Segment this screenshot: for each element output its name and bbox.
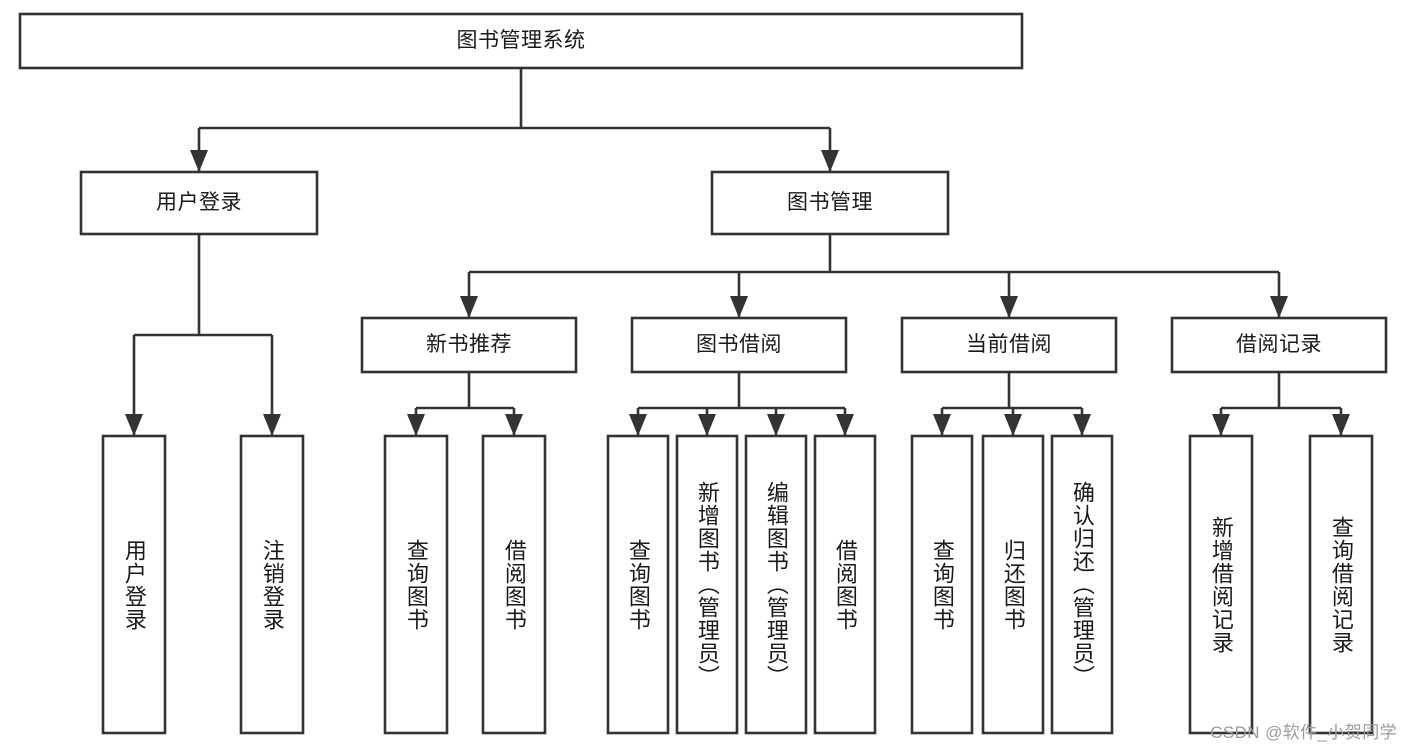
leaf-box-6[interactable]: [744, 434, 808, 735]
watermark-text: CSDN @软件_小贺同学: [1210, 723, 1397, 742]
leaf-box-0[interactable]: [101, 434, 167, 735]
leaf-group-node-e5809fe99885e8aeb0e5bd95-arrow-icon-1: [1332, 414, 1350, 436]
leaf-group-node-e59bbee4b9a6e5809fe99885-arrow-icon-1: [698, 414, 716, 436]
leaf-box-2[interactable]: [383, 434, 449, 735]
leaf-group-node-e5bd93e5898de5809fe99885-arrow-icon-1: [1004, 414, 1022, 436]
leaf-group-node-e5809fe99885e8aeb0e5bd95-arrow-icon-0: [1212, 414, 1230, 436]
leaf-box-12[interactable]: [1308, 434, 1374, 735]
connectors-layer: [125, 68, 1350, 436]
level2-box-1[interactable]: [630, 316, 848, 374]
level1-box-0[interactable]: [79, 170, 319, 236]
root-to-level1-arrow-icon-0: [190, 150, 208, 172]
leaf-box-9[interactable]: [981, 434, 1045, 735]
level2-box-3[interactable]: [1170, 316, 1388, 374]
leaf-group-node-e794a8e688b7e799bbe5bd95-arrow-icon-0: [125, 414, 143, 436]
leaf-group-node-e696b0e4b9a6e68ea8e88d90-arrow-icon-0: [407, 414, 425, 436]
level2-box-0[interactable]: [360, 316, 578, 374]
leaf-group-node-e59bbee4b9a6e5809fe99885-arrow-icon-2: [767, 414, 785, 436]
boxes-layer: [18, 12, 1388, 735]
leaf-group-node-e5bd93e5898de5809fe99885-arrow-icon-0: [933, 414, 951, 436]
level1-to-level2-arrow-icon-0: [460, 296, 478, 318]
root-to-level1-arrow-icon-1: [821, 150, 839, 172]
level1-to-level2-arrow-icon-3: [1270, 296, 1288, 318]
leaf-group-node-e794a8e688b7e799bbe5bd95-arrow-icon-1: [263, 414, 281, 436]
level1-to-level2-arrow-icon-2: [1000, 296, 1018, 318]
leaf-box-10[interactable]: [1050, 434, 1114, 735]
leaf-box-1[interactable]: [239, 434, 305, 735]
leaf-group-node-e5bd93e5898de5809fe99885-arrow-icon-2: [1073, 414, 1091, 436]
leaf-group-node-e696b0e4b9a6e68ea8e88d90-arrow-icon-1: [505, 414, 523, 436]
leaf-group-node-e59bbee4b9a6e5809fe99885-arrow-icon-0: [629, 414, 647, 436]
leaf-box-3[interactable]: [481, 434, 547, 735]
leaf-box-5[interactable]: [675, 434, 739, 735]
leaf-group-node-e59bbee4b9a6e5809fe99885-arrow-icon-3: [836, 414, 854, 436]
leaf-box-8[interactable]: [910, 434, 974, 735]
leaf-box-7[interactable]: [813, 434, 877, 735]
leaf-box-11[interactable]: [1188, 434, 1254, 735]
leaf-box-4[interactable]: [606, 434, 670, 735]
root-box-0[interactable]: [18, 12, 1024, 70]
level1-to-level2-arrow-icon-1: [730, 296, 748, 318]
level1-box-1[interactable]: [710, 170, 950, 236]
level2-box-2[interactable]: [900, 316, 1118, 374]
